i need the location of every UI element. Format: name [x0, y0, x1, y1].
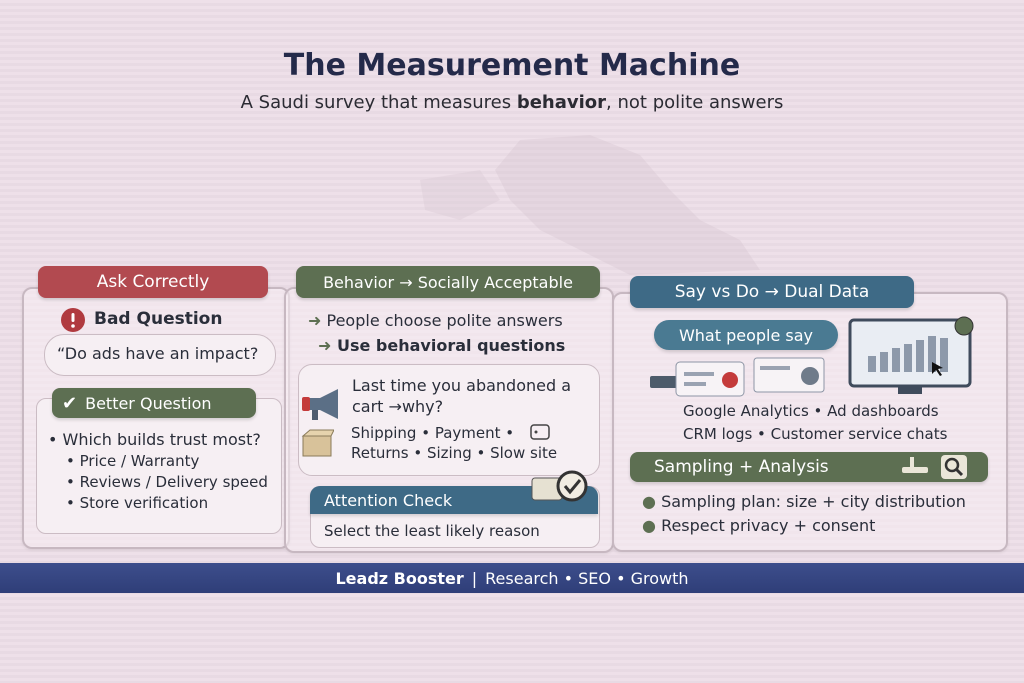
filter-tool-icon: [900, 455, 930, 483]
sources-line-1: Google Analytics • Ad dashboards: [683, 402, 939, 420]
footer-brand: Leadz Booster: [335, 568, 464, 588]
page-title: The Measurement Machine: [283, 48, 741, 83]
sampling-bullet-2: ● Respect privacy + consent: [642, 516, 876, 535]
reasons-line-2: Returns • Sizing • Slow site: [351, 444, 558, 462]
footer-banner: Leadz Booster | Research • SEO • Growth: [0, 563, 1024, 593]
behavior-example-box: [298, 364, 600, 476]
ask-correctly-header: Ask Correctly: [38, 266, 268, 298]
sampling-bullet-1: ● Sampling plan: size + city distributio…: [642, 492, 966, 511]
bad-question-label: Bad Question: [94, 309, 223, 329]
example-line-1: Last time you abandoned a: [352, 376, 572, 395]
better-line-4: • Store verification: [66, 494, 209, 512]
analytics-monitor-icon: [848, 316, 980, 400]
behavior-header: Behavior → Socially Acceptable: [296, 266, 600, 298]
footer-tagline: Research • SEO • Growth: [485, 568, 689, 588]
better-line-1: • Which builds trust most?: [48, 430, 261, 449]
sources-line-2: CRM logs • Customer service chats: [683, 425, 948, 443]
bad-question-quote: “Do ads have an impact?: [57, 344, 259, 363]
better-line-3: • Reviews / Delivery speed: [66, 473, 268, 491]
what-people-say-bubble: What people say: [654, 320, 838, 350]
example-line-2: cart →why?: [352, 397, 444, 416]
checkmark-icon: ✔: [62, 392, 78, 414]
megaphone-icon: [298, 386, 346, 426]
better-line-2: • Price / Warranty: [66, 452, 200, 470]
better-question-header: ✔ Better Question: [52, 388, 256, 418]
bad-question-box: [44, 334, 276, 376]
package-icon: [300, 428, 335, 462]
checklist-icon: [530, 470, 590, 510]
footer-separator: |: [471, 568, 478, 588]
page-subtitle: A Saudi survey that measures behavior, n…: [240, 92, 784, 113]
bullet-dot: ●: [642, 492, 656, 511]
sampling-header: Sampling + Analysis: [630, 452, 988, 482]
sampling-header-label: Sampling + Analysis: [654, 457, 829, 477]
reasons-line-1: Shipping • Payment •: [351, 424, 515, 442]
warning-icon: [60, 307, 86, 337]
better-question-box: [36, 398, 282, 534]
magnifier-icon: [940, 454, 968, 484]
saudi-map-watermark: [420, 135, 760, 275]
ad-dashboard-icon: [650, 354, 830, 402]
bullet-dot: ●: [642, 516, 656, 535]
polite-answers-line: ➜ People choose polite answers: [308, 311, 563, 330]
behavioral-questions-line: ➜ Use behavioral questions: [318, 336, 566, 355]
arrow-right-icon: ➜: [308, 311, 322, 330]
better-question-label: Better Question: [85, 393, 212, 413]
attention-check-text: Select the least likely reason: [324, 522, 540, 540]
arrow-right-icon: ➜: [318, 336, 332, 355]
say-vs-do-header: Say vs Do → Dual Data: [630, 276, 914, 308]
cart-icon: [528, 422, 552, 446]
